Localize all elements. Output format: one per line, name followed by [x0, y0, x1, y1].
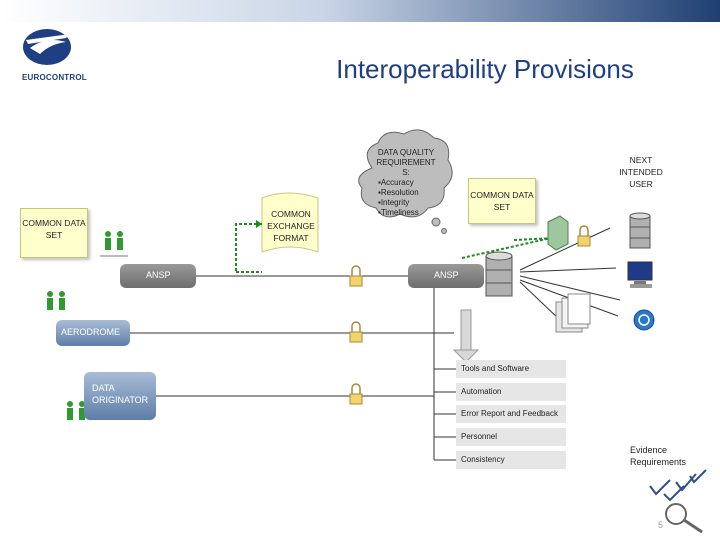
documents-icon — [555, 293, 591, 333]
dq-item: ▪Accuracy — [378, 178, 414, 187]
dq-item: ▪Timeliness — [378, 208, 419, 217]
dq-item: ▪Integrity — [378, 198, 410, 207]
evidence-item: Automation — [456, 383, 566, 401]
connector-lines — [128, 227, 621, 461]
next-intended-user-label: NEXT INTENDED USER — [619, 155, 663, 189]
aerodrome-label: AERODROME — [61, 327, 121, 337]
padlock-icon — [349, 265, 363, 287]
dq-item: ▪Resolution — [378, 188, 419, 197]
common-data-set-left: COMMON DATA SET — [20, 208, 88, 258]
eurocontrol-logo-icon — [23, 29, 71, 65]
data-quality-title: DATA QUALITY REQUIREMENT S: — [376, 148, 436, 177]
ansp-left-block: ANSP — [120, 264, 196, 288]
common-data-set-right-label: COMMON DATA SET — [470, 190, 534, 212]
logo-label: EUROCONTROL — [22, 73, 87, 82]
evidence-requirements-label: Evidence Requirements — [630, 445, 687, 467]
network-icon — [633, 309, 655, 331]
computer-icon — [627, 261, 653, 288]
evidence-item: Tools and Software — [456, 360, 566, 378]
interface-device-icon — [547, 215, 569, 251]
padlock-icon — [577, 225, 591, 247]
evidence-item: Error Report and Feedback — [456, 405, 566, 423]
common-exchange-format-label: COMMON EXCHANGE FORMAT — [267, 209, 315, 243]
page-number: 5 — [658, 520, 664, 530]
dq-list: ▪Accuracy ▪Resolution ▪Integrity ▪Timeli… — [378, 178, 419, 218]
checklist-icon — [649, 469, 707, 534]
data-originator-block: DATA ORIGINATOR — [84, 372, 156, 420]
data-exchange-people-icon — [67, 401, 85, 420]
padlock-icon — [349, 383, 363, 405]
data-exchange-people-icon — [47, 291, 65, 310]
data-originator-label: DATA ORIGINATOR — [92, 383, 149, 405]
ansp-right-block: ANSP — [408, 264, 484, 288]
exchange-format-shape — [261, 192, 319, 253]
evidence-item: Consistency — [456, 451, 566, 469]
padlock-icon — [349, 321, 363, 343]
slide-title: Interoperability Provisions — [336, 54, 634, 84]
database-icon — [629, 212, 651, 249]
common-data-set-right: COMMON DATA SET — [468, 178, 536, 224]
aerodrome-block: AERODROME — [56, 320, 130, 346]
common-data-set-left-label: COMMON DATA SET — [22, 218, 86, 240]
down-arrow-icon — [452, 309, 480, 363]
ansp-left-label: ANSP — [146, 270, 171, 280]
header-bar — [0, 0, 720, 22]
data-quality-cloud-icon — [358, 129, 453, 234]
evidence-item: Personnel — [456, 428, 566, 446]
ansp-right-label: ANSP — [434, 270, 459, 280]
database-icon — [485, 251, 513, 297]
data-exchange-people-icon — [100, 231, 128, 257]
